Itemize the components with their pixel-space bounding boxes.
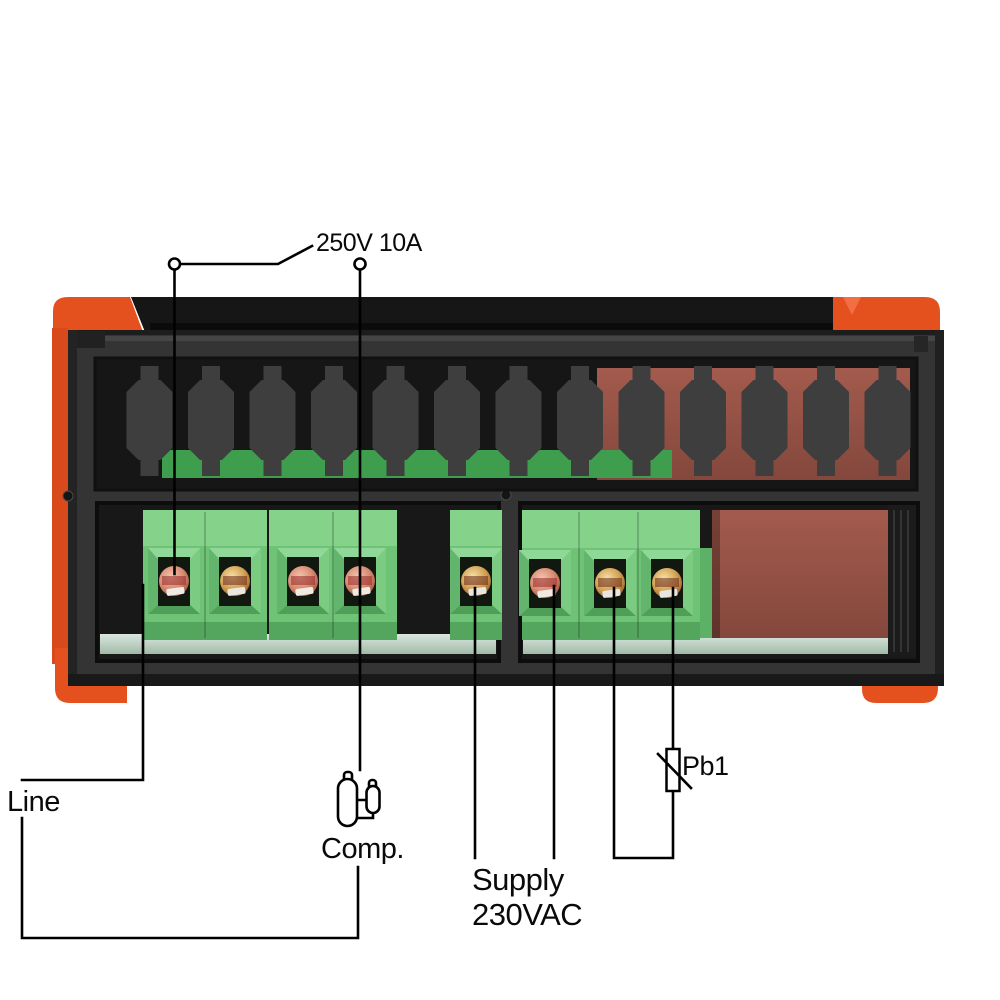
terminal-block-b [269,510,397,640]
compressor-label: Comp. [321,833,404,865]
relay-rating-label: 250V 10A [316,229,423,257]
housing-top-left-notch [77,331,105,348]
bezel-corner-top-right [833,297,940,332]
terminal-block-a [143,510,267,640]
block-a-base-shade [143,622,267,640]
screw-terminal-7 [584,550,636,616]
relay-contact-circle-icon [167,257,182,271]
thermistor-icon [656,747,693,793]
right-bay-board [712,505,916,657]
compressor-tank [336,777,359,828]
bezel-corner-bottom-right [862,661,938,703]
line-wire [20,583,145,782]
top-edge-bar [131,297,833,332]
housing-screw-left [62,490,74,502]
controller-device [52,297,944,703]
block-b-ledge [269,510,397,546]
block-d-base-shade [522,622,700,640]
compressor-small-tank [365,784,381,815]
compressor-return-wire [20,816,360,940]
bay-rib-lines [893,510,909,652]
compressor-icon [336,770,381,828]
wiring-annotations: 250V 10A Comp. Line Supply 230VAC Pb1 [7,229,729,940]
vent-pillars [126,366,911,476]
vent-recess-frame [93,356,919,492]
vent-grille [93,356,919,492]
board-brown [712,510,888,638]
terminal-block-d [519,510,712,640]
block-b-division [332,512,334,638]
thermistor-strike [656,752,693,790]
terminal-bays [95,501,920,663]
block-d-division-1 [578,512,580,638]
probe-label: Pb1 [682,751,729,781]
terminal-block-c [450,510,502,640]
top-bar-shadow [150,323,833,332]
block-a-division [204,512,206,638]
housing-top-right-notch [914,336,928,352]
housing-right-edge [935,330,944,686]
supply-label-2: 230VAC [472,897,582,932]
compressor-pipes [357,798,375,820]
line-label: Line [7,786,60,818]
housing-top-highlight [76,336,936,341]
board-left-shadow [712,510,720,638]
probe-wire-loop [612,586,675,860]
screw-terminal-8 [641,550,693,616]
bezel-left-strip [52,328,68,664]
screw-terminal-6 [519,550,571,616]
block-d-step [700,548,712,638]
housing-top-shadow [68,330,944,335]
bezel-corner-top-right-notch [843,297,861,315]
block-b-base-shade [269,622,397,640]
bezel-corner-top-left [53,297,143,332]
block-a-ledge [143,510,267,546]
supply-label-1: Supply [472,862,565,897]
housing-bottom-lip [68,674,944,686]
relay-callout-line [179,244,314,266]
screw-terminal-2 [209,548,261,614]
block-c-ledge [450,510,502,546]
relay-contact-circle-icon [353,257,367,271]
block-d-division-2 [637,512,639,638]
housing-left-edge [68,330,77,686]
screw-terminal-3 [277,548,329,614]
block-d-ledge [522,510,700,548]
